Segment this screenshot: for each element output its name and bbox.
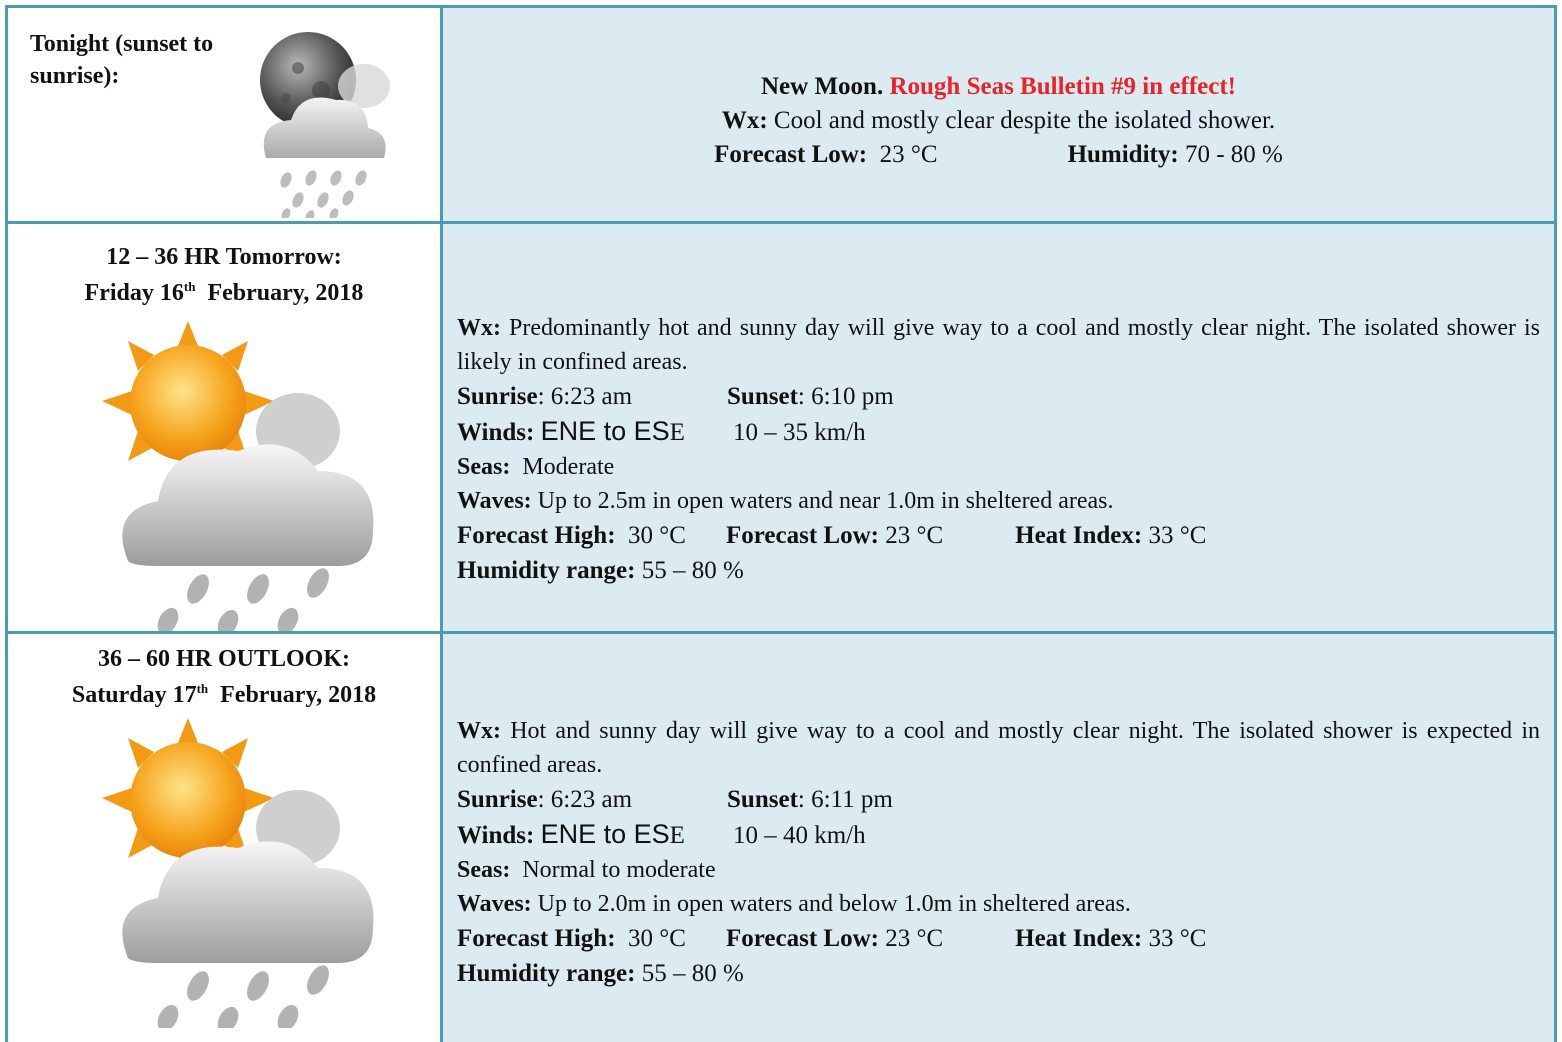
day1-high: 30 °C xyxy=(628,522,686,549)
day2-header-sup: th xyxy=(196,681,209,696)
day1-sunrise: : 6:23 am xyxy=(537,383,633,410)
day1-details-cell: Wx: Predominantly hot and sunny day will… xyxy=(440,309,1557,634)
tonight-label: Tonight (sunset to sunrise): xyxy=(30,31,214,89)
day2-icon-cell xyxy=(5,712,443,1042)
day1-winds-speed: 10 – 35 km/h xyxy=(732,419,866,446)
moon-phase: New Moon. xyxy=(761,73,884,100)
day2-header-cell: 36 – 60 HR OUTLOOK: Saturday 17th Februa… xyxy=(5,631,443,715)
tonight-forecast-cell: New Moon. Rough Seas Bulletin #9 in effe… xyxy=(440,5,1557,224)
winds-label: Winds: xyxy=(457,822,535,849)
heat-index-label: Heat Index: xyxy=(1015,522,1143,549)
sunrise-label: Sunrise xyxy=(457,383,538,410)
seas-label: Seas: xyxy=(457,857,511,883)
day2-header-date: February, 2018 xyxy=(220,682,377,708)
day2-sunrise: : 6:23 am xyxy=(537,786,633,813)
humidity-label: Humidity: xyxy=(1067,141,1179,168)
day1-heat: 33 °C xyxy=(1148,522,1207,549)
day1-wx: Predominantly hot and sunny day will giv… xyxy=(457,315,1540,375)
moon-cloud-rain-icon xyxy=(260,32,390,218)
day2-winds-speed: 10 – 40 km/h xyxy=(732,822,866,849)
day2-sunset: : 6:11 pm xyxy=(797,786,893,813)
day1-sunset: : 6:10 pm xyxy=(797,383,894,410)
day2-winds-dir: ENE to ES xyxy=(540,819,670,849)
sunrise-label: Sunrise xyxy=(457,786,538,813)
day2-header-blank xyxy=(440,631,1557,715)
day1-seas: Moderate xyxy=(522,454,615,480)
day1-low: 23 °C xyxy=(885,522,944,549)
day2-seas: Normal to moderate xyxy=(522,857,716,883)
day1-waves: Up to 2.5m in open waters and near 1.0m … xyxy=(537,488,1114,514)
wx-label: Wx: xyxy=(457,315,501,341)
day1-header-day: Friday 16 xyxy=(84,280,184,306)
high-label: Forecast High: xyxy=(457,522,616,549)
day1-header-cell: 12 – 36 HR Tomorrow: Friday 16th Februar… xyxy=(5,221,443,312)
tonight-low: 23 °C xyxy=(879,141,938,168)
day1-winds-dir: ENE to ES xyxy=(540,416,670,446)
humidity-range-label: Humidity range: xyxy=(457,960,636,987)
sun-cloud-rain-icon xyxy=(102,718,374,1028)
waves-label: Waves: xyxy=(457,891,532,917)
day2-details-cell: Wx: Hot and sunny day will give way to a… xyxy=(440,712,1557,1042)
day2-heat: 33 °C xyxy=(1148,925,1207,952)
day2-waves: Up to 2.0m in open waters and below 1.0m… xyxy=(537,891,1131,917)
sunset-label: Sunset xyxy=(727,383,798,410)
low-label: Forecast Low: xyxy=(725,522,879,549)
winds-label: Winds: xyxy=(457,419,535,446)
sunset-label: Sunset xyxy=(727,786,798,813)
wx-label: Wx: xyxy=(721,107,768,134)
wx-label: Wx: xyxy=(457,718,501,744)
day1-header-sup: th xyxy=(183,279,196,294)
sun-cloud-rain-icon xyxy=(102,321,374,631)
tonight-wx: Cool and mostly clear despite the isolat… xyxy=(773,107,1276,134)
low-label: Forecast Low: xyxy=(714,141,868,168)
day2-low: 23 °C xyxy=(885,925,944,952)
waves-label: Waves: xyxy=(457,488,532,514)
humidity-range-label: Humidity range: xyxy=(457,557,636,584)
tonight-label-cell: Tonight (sunset to sunrise): xyxy=(5,5,443,224)
day2-high: 30 °C xyxy=(628,925,686,952)
day1-header-date: February, 2018 xyxy=(207,280,364,306)
day2-header-day: Saturday 17 xyxy=(71,682,197,708)
day1-header-blank xyxy=(440,221,1557,312)
day1-humidity: 55 – 80 % xyxy=(641,557,744,584)
day2-winds-dir-end: E xyxy=(669,822,685,849)
day2-humidity: 55 – 80 % xyxy=(641,960,744,987)
day1-header-title: 12 – 36 HR Tomorrow: xyxy=(106,244,342,270)
day1-winds-dir-end: E xyxy=(669,419,685,446)
bulletin-alert: Rough Seas Bulletin #9 in effect! xyxy=(889,73,1236,100)
high-label: Forecast High: xyxy=(457,925,616,952)
heat-index-label: Heat Index: xyxy=(1015,925,1143,952)
day2-wx: Hot and sunny day will give way to a coo… xyxy=(457,718,1541,778)
day2-header-title: 36 – 60 HR OUTLOOK: xyxy=(97,646,350,672)
tonight-humidity: 70 - 80 % xyxy=(1184,141,1283,168)
seas-label: Seas: xyxy=(457,454,511,480)
low-label: Forecast Low: xyxy=(725,925,879,952)
day1-icon-cell xyxy=(5,309,443,634)
